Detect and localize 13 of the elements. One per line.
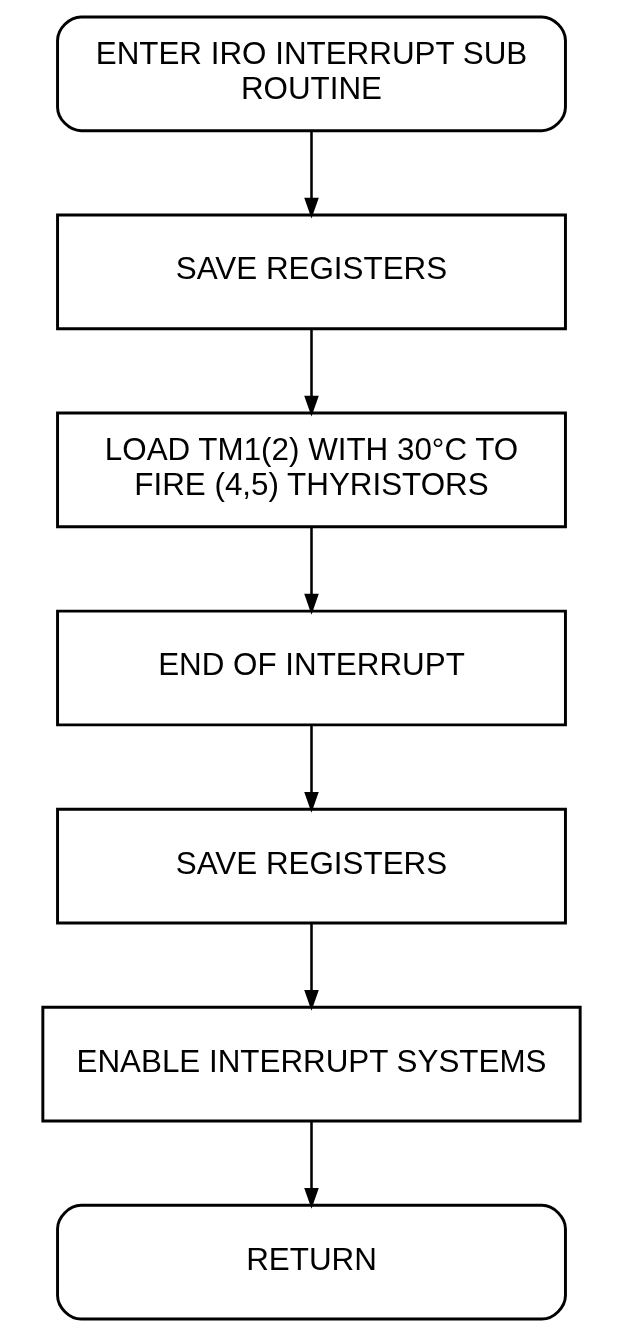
node-box: RETURN: [56, 1203, 567, 1321]
arrow: [304, 527, 319, 615]
node-box: SAVE REGISTERS: [56, 213, 567, 331]
node-box: ENTER IRO INTERRUPT SUB ROUTINE: [56, 15, 567, 133]
arrow: [304, 725, 319, 813]
node-box: ENABLE INTERRUPT SYSTEMS: [41, 1005, 582, 1123]
arrow: [304, 923, 319, 1011]
node-box: END OF INTERRUPT: [56, 609, 567, 727]
arrow: [304, 328, 319, 417]
node-box: LOAD TM1(2) WITH 30°C TO FIRE (4,5) THYRISTORS: [56, 411, 567, 529]
arrow: [304, 1121, 319, 1209]
node-box: SAVE REGISTERS: [56, 807, 567, 925]
arrow: [304, 130, 319, 219]
